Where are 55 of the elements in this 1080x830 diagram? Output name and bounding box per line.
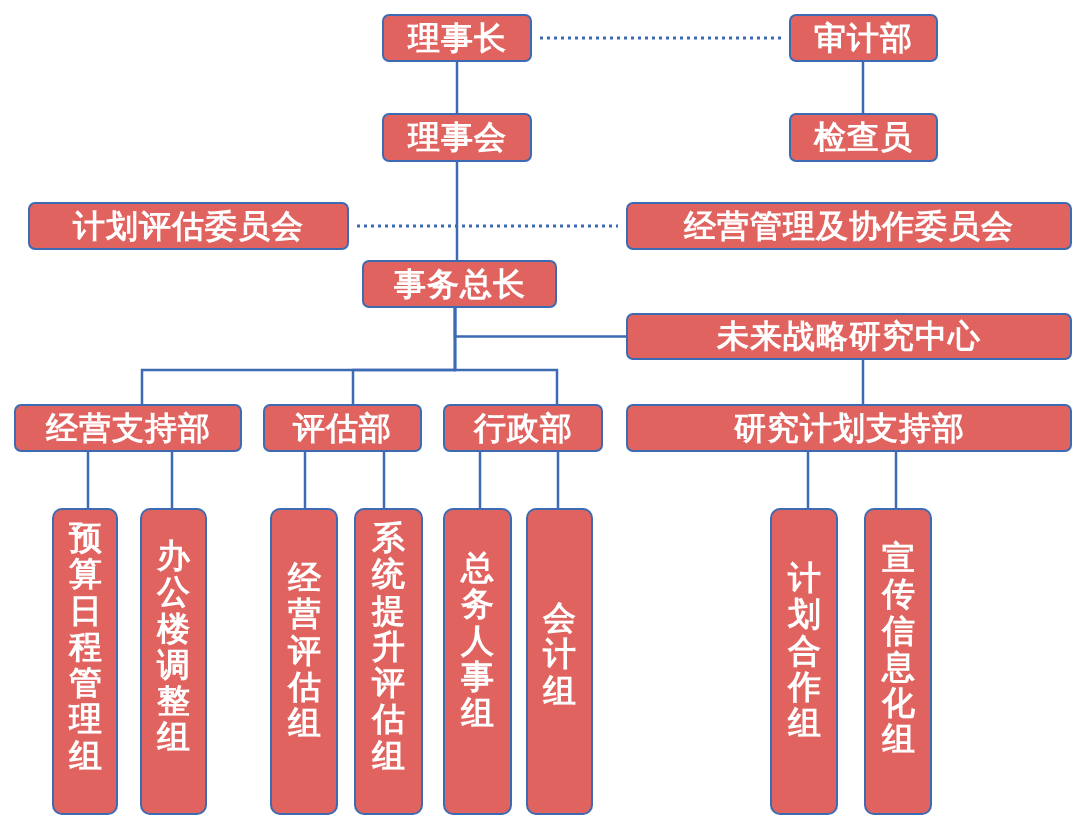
unit-name: 事务总长 [393,264,526,304]
unit-name: 理事长 [407,18,507,58]
org-box [626,313,1072,360]
dotted-connector [540,36,781,40]
unit-name: 未来战略研究中心 [717,317,981,356]
org-box [789,14,938,62]
org-box [14,404,242,452]
unit-name: 研究计划支持部 [733,408,965,448]
org-box [362,260,557,308]
unit-name: 办公楼调整组 [157,538,190,756]
connector-line [86,452,90,508]
unit-name: 经营支持部 [45,408,211,448]
org-box [789,113,938,162]
connector-line [894,452,898,508]
connector-line [478,452,482,508]
vertical-box [140,508,207,815]
unit-name: 理事会 [407,118,507,157]
org-box [263,404,422,452]
org-box [443,404,603,452]
org-box [626,404,1072,452]
connector-line [455,62,459,113]
connector-line [382,452,386,508]
unit-name: 预算日程管理组 [68,520,102,775]
vertical-box [526,508,593,815]
connector-line [861,360,865,404]
connector-line [455,162,459,260]
unit-name: 会计组 [543,600,576,709]
unit-name: 计划合作组 [787,560,821,742]
org-box [626,202,1072,250]
unit-name: 检查员 [814,118,913,157]
connector-line [556,452,560,508]
connector-line [806,452,810,508]
vertical-box [270,508,338,815]
vertical-box [52,508,118,815]
vertical-box [354,508,423,815]
unit-name: 宣传信息化组 [881,540,915,758]
connector-line [861,62,865,113]
unit-name: 计划评估委员会 [73,206,304,246]
vertical-box [770,508,838,815]
unit-name: 行政部 [473,408,573,448]
connector-line [303,452,307,508]
unit-name: 经营管理及协作委员会 [684,206,1014,246]
unit-name: 系统提升评估组 [372,520,405,775]
connector-line [170,452,174,508]
org-box [382,113,532,162]
unit-name: 审计部 [814,18,913,58]
vertical-box [443,508,512,815]
dotted-connector [357,224,618,228]
vertical-box [864,508,932,815]
unit-name: 评估部 [293,408,392,448]
org-box [28,202,349,250]
org-box [382,14,532,62]
connector-line [453,308,559,404]
unit-name: 经营评估组 [287,560,321,742]
unit-name: 总务人事组 [461,550,494,732]
